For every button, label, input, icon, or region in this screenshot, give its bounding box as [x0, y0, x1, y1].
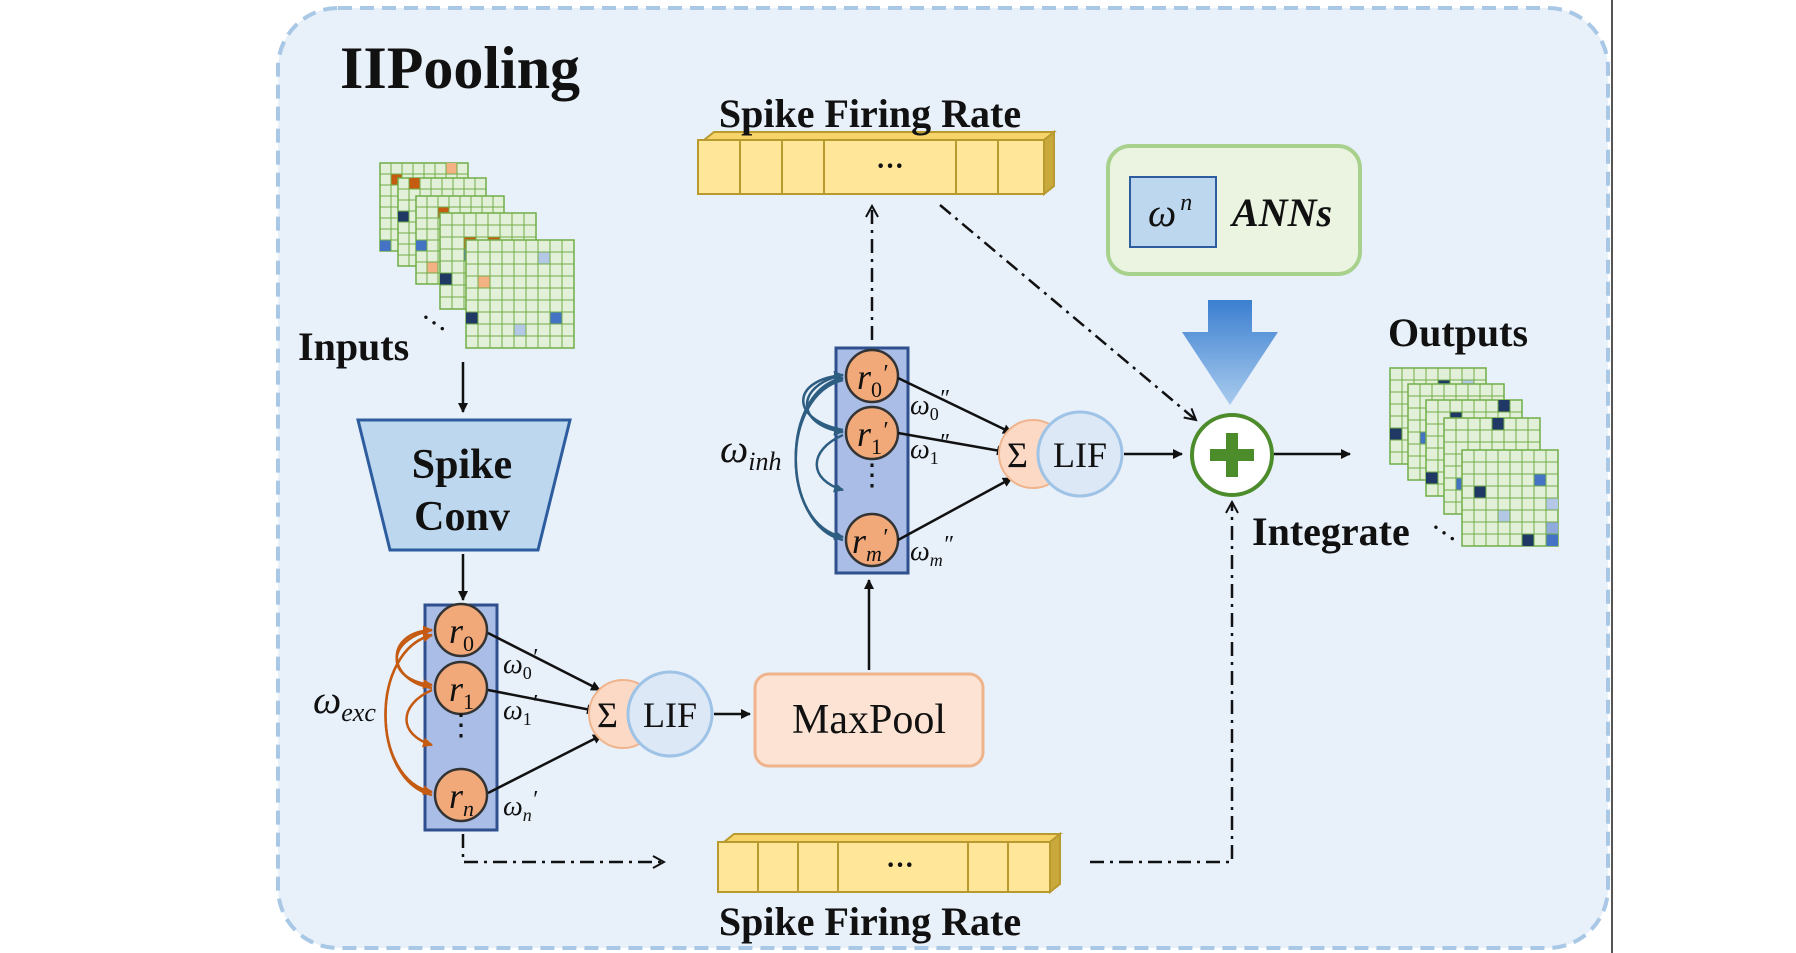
maxpool-block — [753, 672, 985, 768]
spike-conv-label-2: Conv — [414, 494, 510, 540]
exc-weight-w0: ω0′ — [503, 645, 538, 683]
spike-firing-rate-bar-bottom — [717, 831, 1063, 895]
spike-firing-rate-label-top: Spike Firing Rate — [719, 91, 1021, 136]
inh-lif-node — [1036, 410, 1124, 498]
dashdot-column-to-bottom-bar — [461, 834, 664, 862]
input-feature-maps — [379, 162, 575, 349]
svg-text:r1: r1 — [449, 669, 474, 714]
inh-sigma-symbol: Σ — [1007, 435, 1028, 475]
inh-arrow-w0 — [897, 376, 1013, 435]
spike-conv-label-1: Spike — [412, 442, 512, 488]
exc-weight-wn: ωn′ — [503, 787, 538, 825]
dashdot-top-bar-to-integrate — [939, 204, 1196, 420]
exc-neuron-r0: r0 — [433, 602, 489, 658]
exc-arrow-w1 — [487, 688, 597, 715]
exc-arrow-w0 — [487, 631, 601, 692]
inh-neuron-r1: r1′ — [844, 405, 900, 461]
exc-neuron-r1: r1 — [433, 660, 489, 716]
ann-weight-swatch — [1129, 176, 1217, 248]
exc-neuron-rn: rn — [433, 767, 489, 823]
exc-arrow-wn — [487, 733, 603, 795]
exc-lateral-arrows — [384, 625, 433, 797]
inh-neuron-r0: r0′ — [844, 348, 900, 404]
svg-text:rn: rn — [449, 776, 474, 821]
inh-weight-w0: ω0″ — [910, 386, 950, 424]
spike-conv-block — [356, 418, 572, 552]
outputs-label: Outputs — [1388, 310, 1528, 355]
output-feature-maps — [1389, 367, 1559, 547]
inh-vertical-dots: ⋮ — [857, 458, 887, 493]
inh-lif-label: LIF — [1053, 435, 1107, 475]
svg-text:r0: r0 — [449, 611, 474, 656]
inh-neuron-rm: rm′ — [844, 512, 900, 568]
exc-lif-label: LIF — [643, 695, 697, 735]
integrate-label: Integrate — [1252, 509, 1410, 554]
svg-text:rm′: rm′ — [852, 521, 888, 566]
top-bar-ellipsis: ··· — [876, 151, 904, 182]
ann-label: ANNs — [1229, 190, 1332, 235]
spike-firing-rate-bar-top — [697, 129, 1057, 197]
svg-text:r1′: r1′ — [857, 414, 888, 459]
inh-arrow-wm — [897, 476, 1013, 542]
inh-weight-w1: ω1″ — [910, 430, 950, 468]
exc-vertical-dots: ⋮ — [446, 708, 476, 743]
spike-firing-rate-label-bottom: Spike Firing Rate — [719, 899, 1021, 944]
diagram-title: IIPooling — [340, 35, 580, 101]
exc-weight-w1: ω1′ — [503, 691, 538, 729]
plus-icon-v — [1226, 433, 1238, 477]
ann-down-arrow — [1182, 300, 1278, 405]
inh-arrow-w1 — [897, 431, 1007, 456]
inputs-label: Inputs — [298, 324, 409, 369]
svg-text:r0′: r0′ — [857, 357, 888, 402]
inh-lateral-arrows — [794, 370, 844, 542]
maxpool-label: MaxPool — [792, 697, 946, 743]
exc-weight-label: ωexc — [313, 677, 376, 727]
exc-lif-node — [626, 670, 714, 758]
inh-weight-wm: ωm″ — [910, 532, 954, 570]
inh-weight-label: ωinh — [720, 426, 781, 476]
dashdot-bottom-bar-to-integrate — [1090, 502, 1232, 864]
bottom-bar-ellipsis: ··· — [886, 850, 914, 881]
exc-sigma-symbol: Σ — [597, 695, 618, 735]
